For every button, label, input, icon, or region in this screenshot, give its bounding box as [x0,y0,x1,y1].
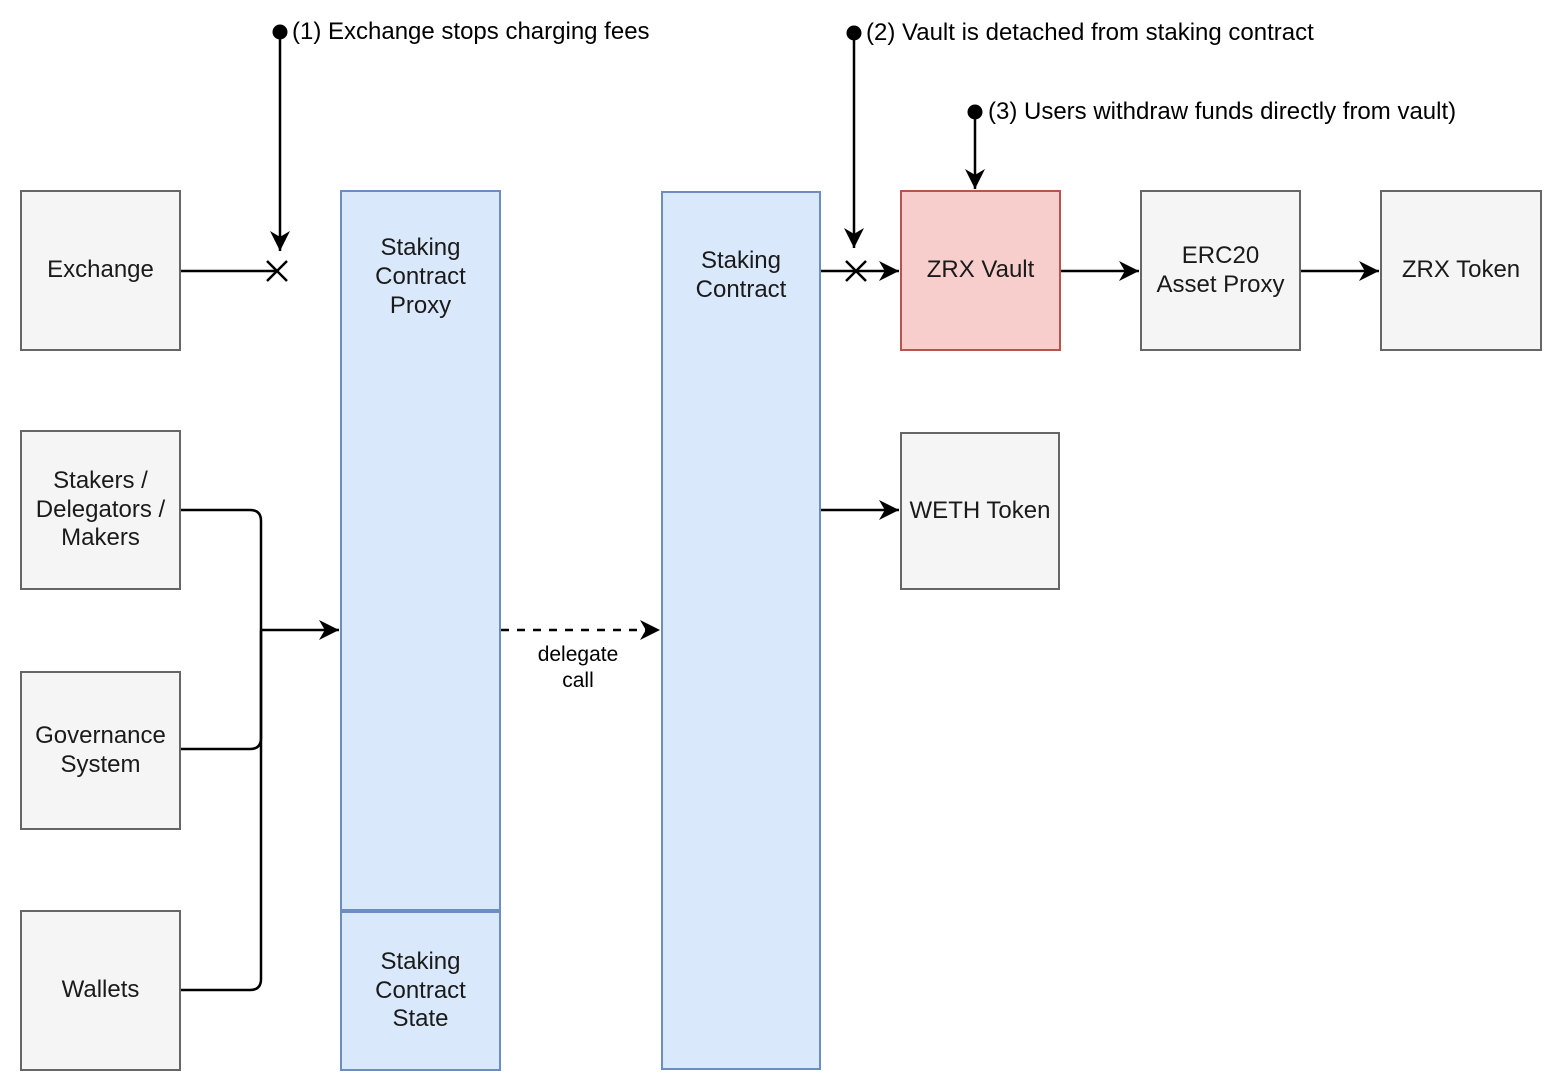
x-mark-icon-1 [266,260,288,282]
node-exchange: Exchange [20,190,181,351]
node-staking-contract-state-label: Staking Contract State [375,947,466,1033]
annotation-1-dot-icon [272,24,288,40]
node-zrx-token: ZRX Token [1380,190,1542,351]
delegate-call-label: delegate call [537,643,619,693]
node-staking-contract: Staking Contract [661,191,821,1070]
edge-exchange-blocked [181,260,288,282]
node-governance-system: Governance System [20,671,181,830]
edge-contract-to-vault [821,260,899,282]
node-zrx-token-label: ZRX Token [1401,256,1521,284]
annotation-step3: (3) Users withdraw funds directly from v… [988,98,1457,125]
annotation-step1: (1) Exchange stops charging fees [292,18,650,45]
annotation-2-dot-icon [846,25,862,41]
node-exchange-label: Exchange [47,256,154,284]
node-wallets: Wallets [20,910,181,1071]
node-stakers-delegators-makers: Stakers / Delegators / Makers [20,430,181,590]
edge-users-to-proxy [181,508,339,992]
annotation-1-pointer [270,24,290,251]
x-mark-icon-2 [845,260,867,282]
node-erc20-asset-proxy: ERC20 Asset Proxy [1140,190,1301,351]
node-weth-token-label: WETH Token [909,496,1051,524]
node-staking-contract-proxy: Staking Contract Proxy [340,190,501,911]
node-staking-contract-label: Staking Contract [695,247,787,303]
node-weth-token: WETH Token [900,432,1060,590]
node-erc20-asset-proxy-label: ERC20 Asset Proxy [1156,241,1285,298]
node-wallets-label: Wallets [61,976,140,1004]
node-zrx-vault: ZRX Vault [900,190,1061,351]
annotation-3-pointer [965,104,985,189]
node-stakers-delegators-makers-label: Stakers / Delegators / Makers [35,466,166,552]
annotation-3-dot-icon [967,104,983,120]
node-staking-contract-proxy-label: Staking Contract Proxy [375,234,466,319]
node-staking-contract-state: Staking Contract State [340,911,501,1071]
annotation-2-pointer [844,25,864,248]
annotation-step2: (2) Vault is detached from staking contr… [866,19,1314,46]
node-governance-system-label: Governance System [35,721,166,778]
node-zrx-vault-label: ZRX Vault [926,256,1035,284]
